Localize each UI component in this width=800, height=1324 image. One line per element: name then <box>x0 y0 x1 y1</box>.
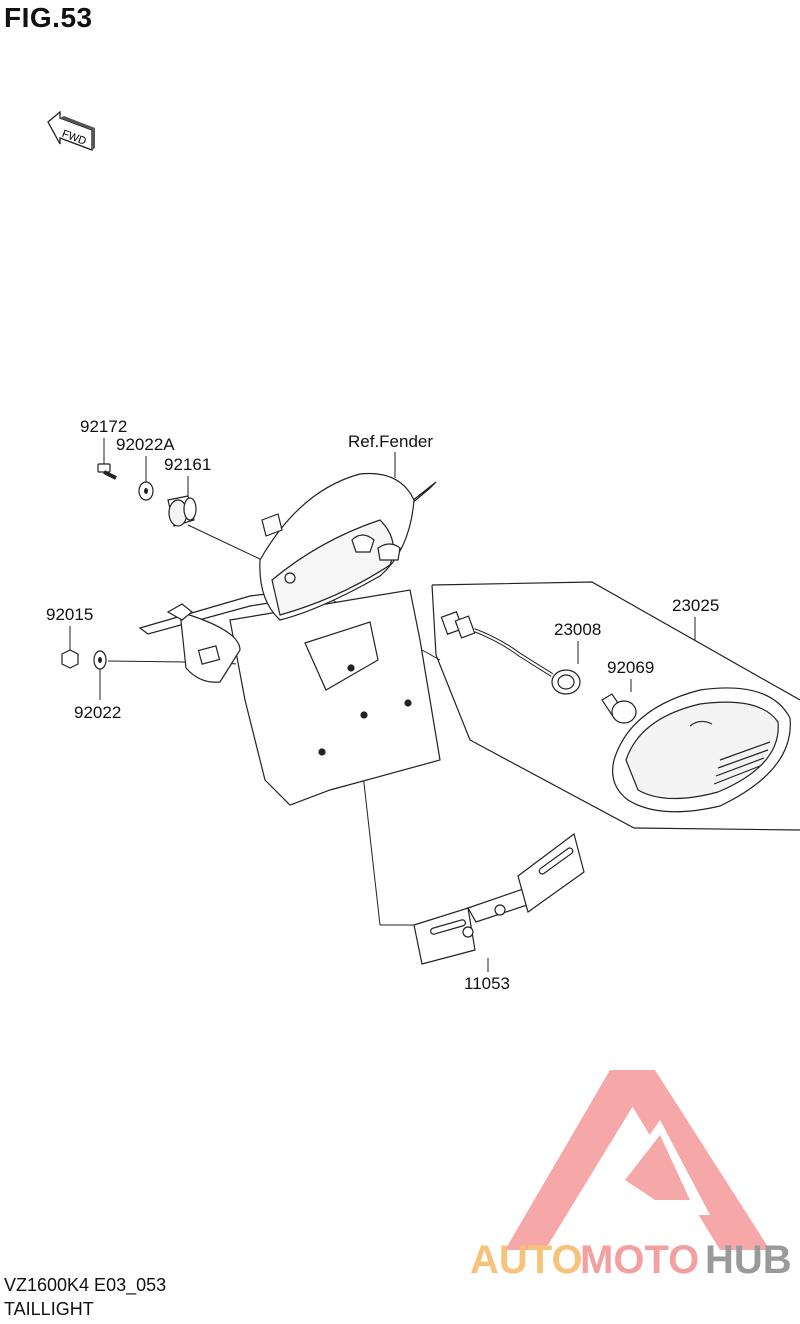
figure-title: FIG.53 <box>4 2 93 33</box>
label-92022: 92022 <box>74 703 121 722</box>
label-92161: 92161 <box>164 455 211 474</box>
nut-92015 <box>61 649 79 669</box>
assembly-frame-left <box>431 584 437 656</box>
label-23025: 23025 <box>672 596 719 615</box>
label-92022A: 92022A <box>116 435 175 454</box>
bulb-92069 <box>601 693 637 724</box>
label-ref-fender: Ref.Fender <box>348 432 433 451</box>
label-92015: 92015 <box>46 605 93 624</box>
license-bracket-11053 <box>413 832 585 965</box>
fender <box>138 472 441 806</box>
footer-model-code: VZ1600K4 E03_053 <box>4 1275 167 1295</box>
label-92069: 92069 <box>607 658 654 677</box>
fwd-arrow-icon: FWD <box>47 110 95 151</box>
assembly-frame-bottom <box>435 654 800 831</box>
assembly-frame-top <box>431 581 800 701</box>
label-11053: 11053 <box>464 974 510 993</box>
taillight-lens-23025 <box>612 687 791 813</box>
watermark-text-1: AUTO <box>470 1238 583 1282</box>
watermark-text-3: HUB <box>705 1238 792 1282</box>
footer-section-name: TAILLIGHT <box>4 1299 94 1319</box>
damper-92161 <box>167 495 197 527</box>
socket-23008 <box>440 611 581 695</box>
watermark-text-2: MOTO <box>580 1238 699 1282</box>
label-92172: 92172 <box>80 417 127 436</box>
label-23008: 23008 <box>554 620 601 639</box>
bolt-92172 <box>97 463 117 480</box>
watermark-logo: AUTO MOTO HUB <box>470 1070 792 1282</box>
